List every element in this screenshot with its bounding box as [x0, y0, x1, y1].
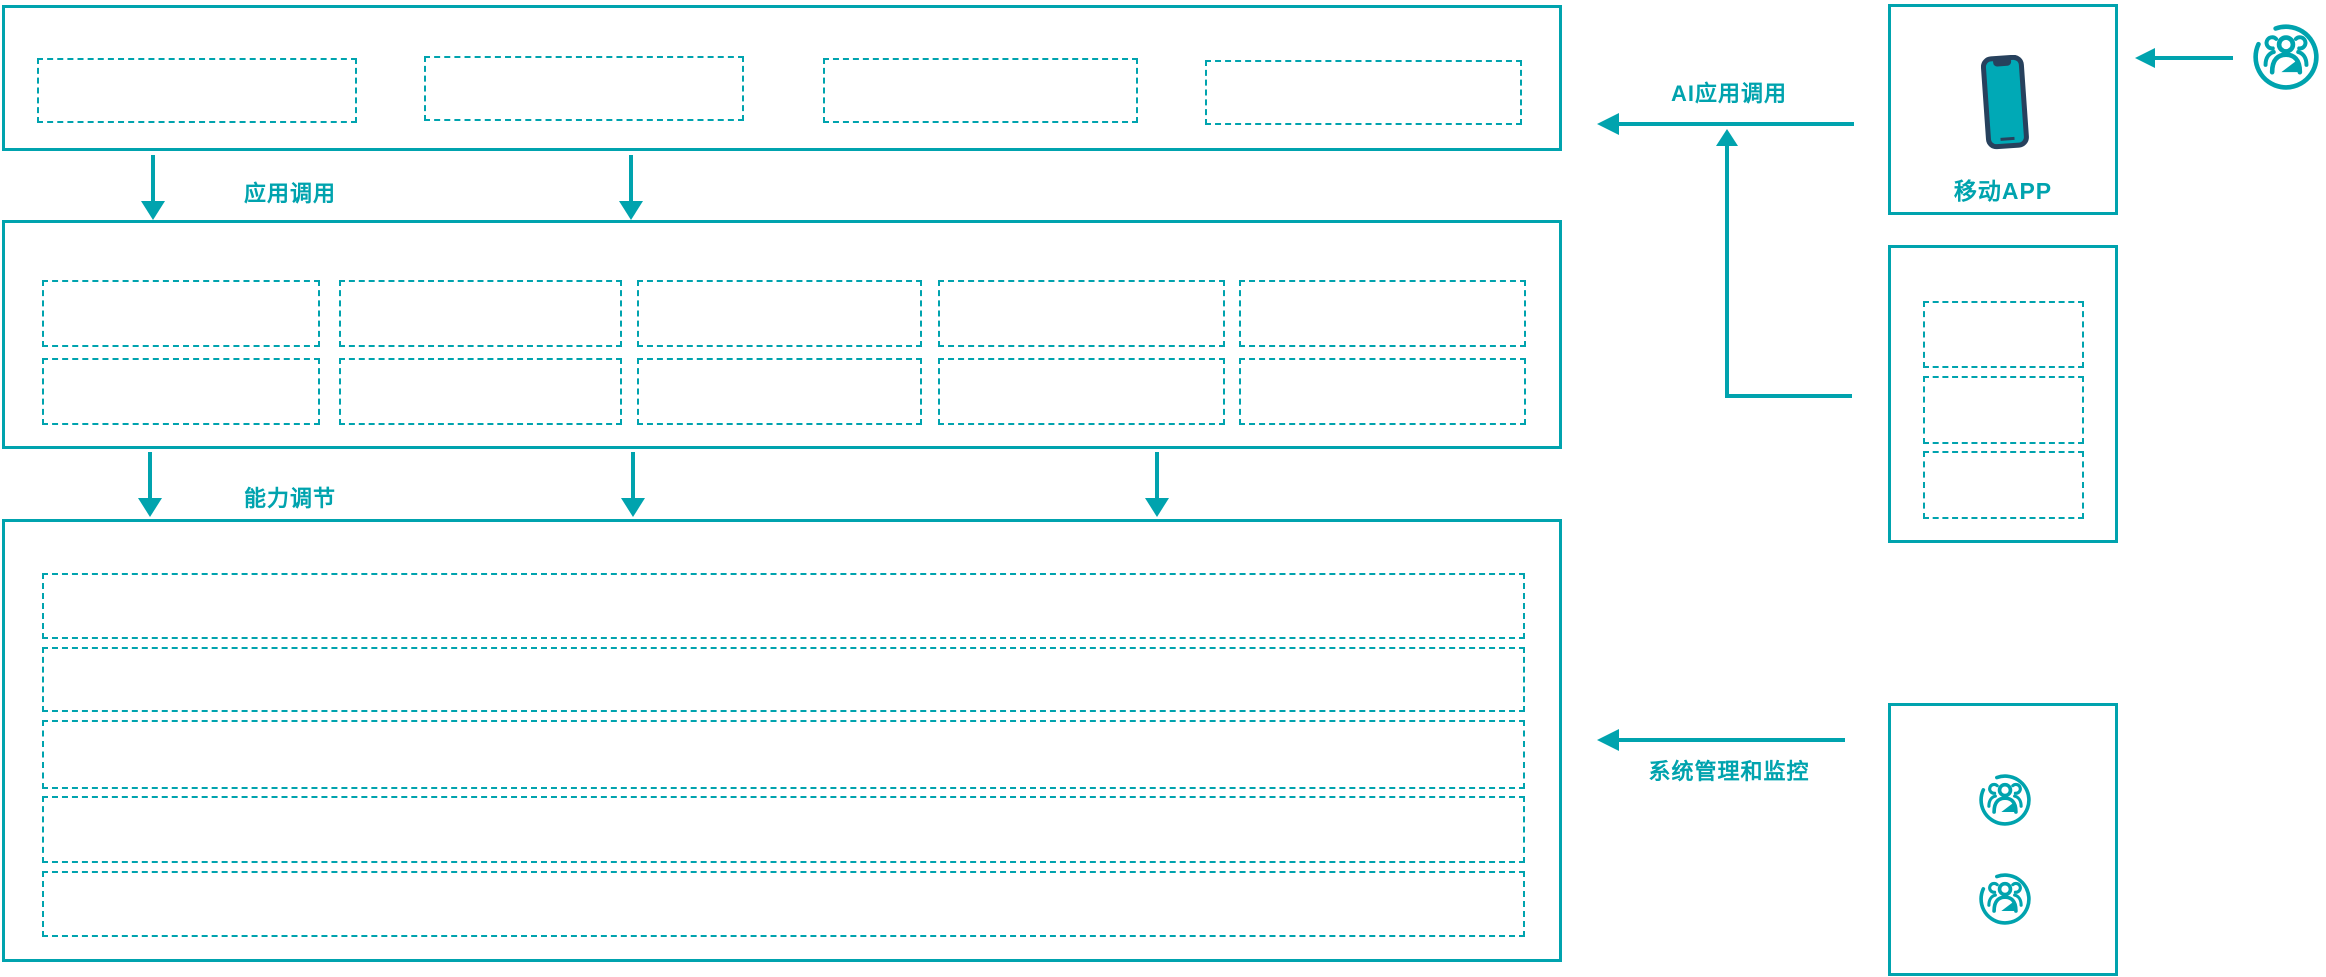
placeholder-row — [42, 647, 1525, 712]
placeholder-box — [1239, 358, 1526, 425]
arrow-down-icon — [138, 452, 162, 517]
user-group-icon — [1979, 774, 2031, 826]
placeholder-box — [938, 280, 1225, 347]
capability-adjust-label: 能力调节 — [243, 486, 336, 511]
mobile-app-label: 移动APP — [1953, 178, 2053, 204]
placeholder-box — [823, 58, 1138, 123]
mobile-app-box: 移动APP — [1888, 4, 2118, 215]
placeholder-box — [938, 358, 1225, 425]
placeholder-box — [424, 56, 744, 121]
layer-box-bottom — [2, 519, 1562, 962]
ai-app-call-label: AI应用调用 — [1670, 81, 1787, 106]
placeholder-box — [1923, 301, 2084, 368]
placeholder-row — [42, 796, 1525, 863]
arrow-down-icon — [621, 452, 645, 517]
placeholder-row — [42, 720, 1525, 789]
user-group-icon — [1979, 873, 2031, 925]
layer-box-middle — [2, 220, 1562, 449]
placeholder-box — [637, 280, 922, 347]
placeholder-row — [42, 573, 1525, 639]
arrow-up-connector-icon — [1716, 129, 1852, 398]
placeholder-box — [339, 280, 622, 347]
placeholder-box — [1923, 451, 2084, 519]
arrow-left-icon — [2135, 48, 2233, 68]
arrow-down-icon — [141, 155, 165, 220]
placeholder-row — [42, 871, 1525, 937]
admin-users-box — [1888, 703, 2118, 976]
placeholder-box — [42, 358, 320, 425]
placeholder-box — [1239, 280, 1526, 347]
layer-box-top — [2, 5, 1562, 151]
arrow-down-icon — [1145, 452, 1169, 517]
mobile-phone-icon — [1981, 55, 2029, 150]
placeholder-box — [1923, 376, 2084, 444]
placeholder-box — [637, 358, 922, 425]
user-group-icon — [2253, 24, 2319, 90]
placeholder-box — [1205, 60, 1522, 125]
system-monitor-label: 系统管理和监控 — [1648, 759, 1810, 784]
arrow-left-icon — [1597, 729, 1845, 751]
placeholder-box — [339, 358, 622, 425]
arrow-down-icon — [619, 155, 643, 220]
placeholder-box — [37, 58, 357, 123]
arrow-left-icon — [1597, 113, 1854, 135]
placeholder-box — [42, 280, 320, 347]
right-panel-box — [1888, 245, 2118, 543]
app-call-label: 应用调用 — [243, 181, 336, 206]
